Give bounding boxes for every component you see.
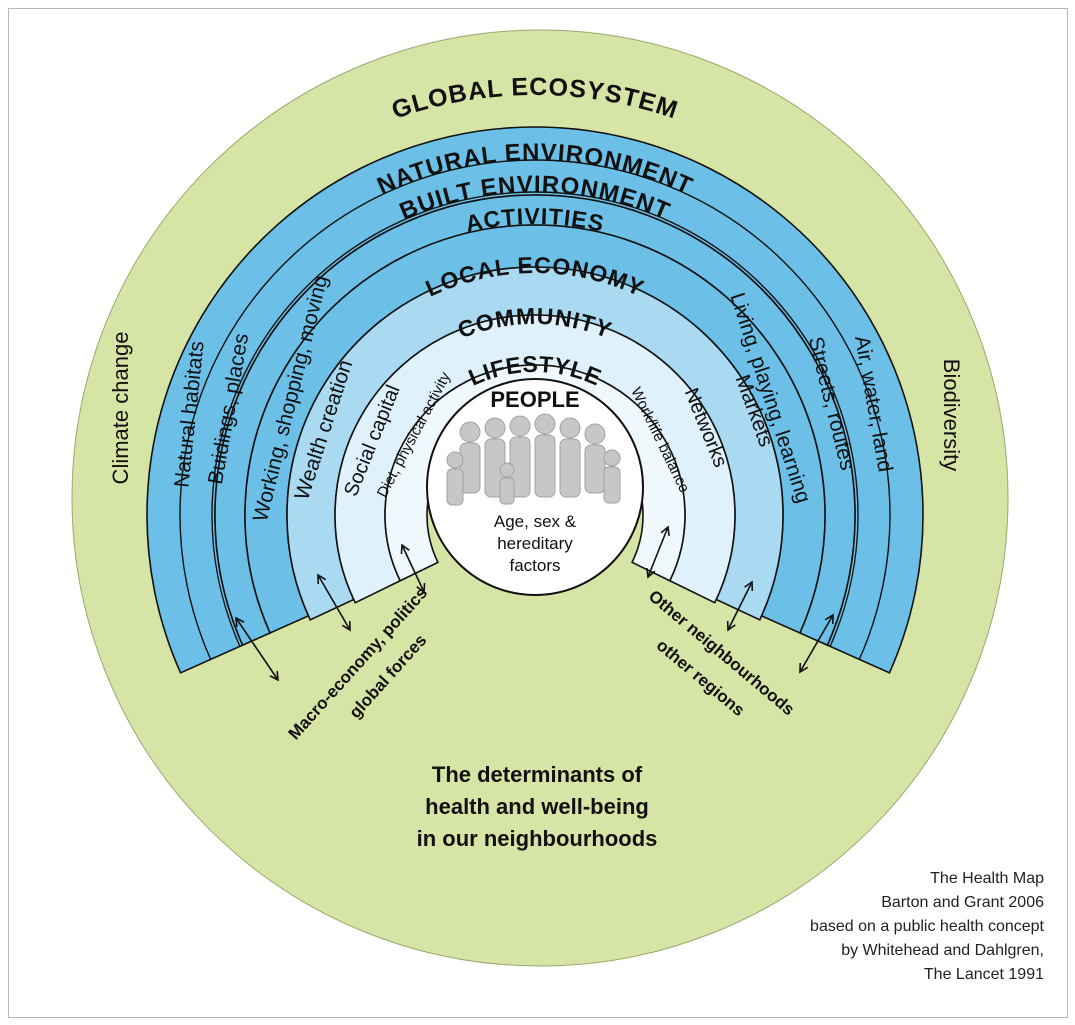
figure-frame [8, 8, 1068, 1018]
ring-divider-2 [211, 191, 859, 647]
influence-arrows [235, 525, 834, 682]
credit-block: The Health Map Barton and Grant 2006 bas… [810, 870, 1045, 983]
people-core [426, 378, 644, 596]
ring-label-people: PEOPLE [490, 387, 579, 412]
credit-line-5: The Lancet 1991 [924, 966, 1044, 983]
arrow-left-middle [317, 573, 351, 632]
arrow-right-middle [726, 580, 754, 632]
people-caption-line-1: Age, sex & [494, 512, 577, 531]
main-caption-line-1: The determinants of [432, 762, 643, 787]
main-caption-line-2: health and well-being [425, 794, 649, 819]
ring-divider-1 [179, 159, 891, 660]
left-label-climate: Climate change [108, 332, 133, 485]
credit-line-1: The Health Map [930, 870, 1044, 887]
people-caption-line-3: factors [509, 556, 560, 575]
main-caption-line-3: in our neighbourhoods [417, 826, 658, 851]
people-illustration [446, 413, 621, 506]
arrow-right-inner [646, 525, 670, 579]
ring-bands [146, 126, 924, 674]
arrow-left-outer [235, 616, 279, 682]
credit-line-4: by Whitehead and Dahlgren, [841, 942, 1044, 959]
right-label-biodiversity: Biodiversity [939, 359, 964, 471]
credit-line-3: based on a public health concept [810, 918, 1045, 935]
people-caption: Age, sex & hereditary factors [494, 512, 577, 575]
arrow-right-outer [799, 613, 834, 674]
people-caption-line-2: hereditary [497, 534, 573, 553]
credit-line-2: Barton and Grant 2006 [881, 894, 1044, 911]
arrow-left-inner [400, 543, 426, 594]
main-caption: The determinants of health and well-bein… [417, 762, 658, 851]
